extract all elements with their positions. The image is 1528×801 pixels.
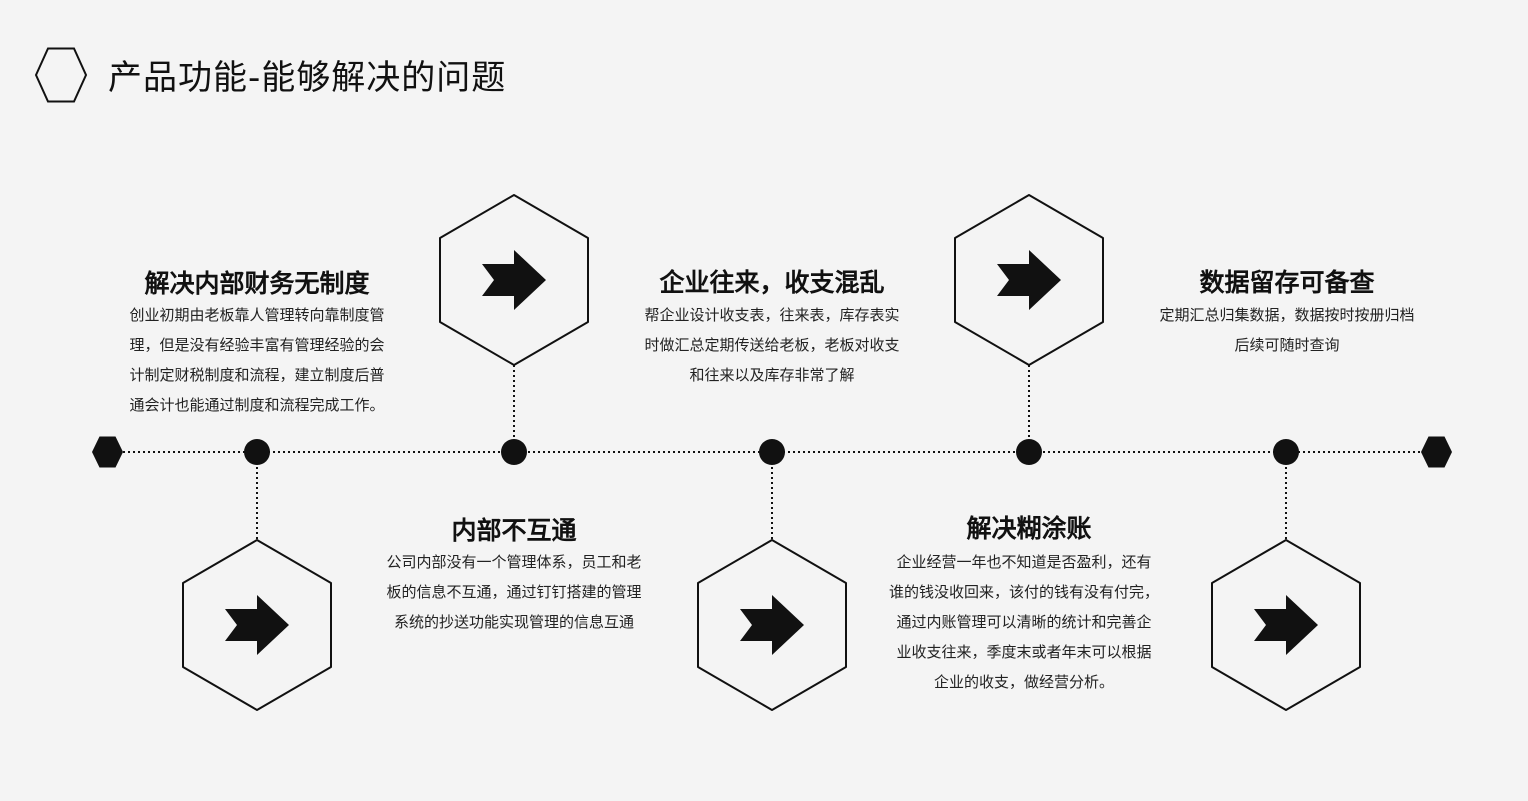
card-desc-line: 谁的钱没收回来，该付的钱有没有付完，	[888, 583, 1159, 601]
card-desc-line: 系统的抄送功能实现管理的信息互通	[393, 613, 634, 631]
timeline-node-1	[244, 439, 270, 465]
timeline-start-hexagon	[92, 436, 123, 468]
card-desc-line: 板的信息不互通，通过钉钉搭建的管理	[386, 583, 642, 601]
card-desc-line: 理，但是没有经验丰富有管理经验的会	[129, 336, 385, 354]
card-desc-1: 创业初期由老板靠人管理转向靠制度管 理，但是没有经验丰富有管理经验的会 计制定财…	[107, 300, 407, 420]
card-desc-line: 创业初期由老板靠人管理转向靠制度管	[129, 306, 385, 324]
step-hexagon-3	[697, 539, 847, 711]
arrow-right-icon	[997, 250, 1061, 310]
hexagon-outline-icon	[34, 47, 88, 103]
timeline-node-4	[1016, 439, 1042, 465]
card-desc-2: 公司内部没有一个管理体系，员工和老 板的信息不互通，通过钉钉搭建的管理 系统的抄…	[364, 547, 664, 637]
timeline-node-2	[501, 439, 527, 465]
card-title-3: 企业往来，收支混乱	[659, 268, 885, 297]
arrow-right-icon	[225, 595, 289, 655]
card-title-2: 内部不互通	[451, 516, 577, 545]
card-desc-line: 后续可随时查询	[1234, 336, 1340, 354]
step-hexagon-1	[182, 539, 332, 711]
card-title-1: 解决内部财务无制度	[144, 269, 370, 298]
card-desc-line: 通过内账管理可以清晰的统计和完善企	[896, 613, 1152, 631]
step-hexagon-5	[1211, 539, 1361, 711]
card-desc-line: 定期汇总归集数据，数据按时按册归档	[1159, 306, 1415, 324]
step-hexagon-4	[954, 194, 1104, 366]
card-desc-line: 企业经营一年也不知道是否盈利，还有	[896, 553, 1152, 571]
step-hexagon-2	[439, 194, 589, 366]
timeline-end-hexagon	[1421, 436, 1452, 468]
card-desc-line: 业收支往来，季度末或者年末可以根据	[896, 643, 1152, 661]
card-desc-line: 和往来以及库存非常了解	[689, 366, 855, 384]
timeline-node-5	[1273, 439, 1299, 465]
card-desc-4: 企业经营一年也不知道是否盈利，还有 谁的钱没收回来，该付的钱有没有付完， 通过内…	[874, 547, 1174, 697]
card-desc-line: 企业的收支，做经营分析。	[933, 673, 1114, 691]
card-desc-line: 计制定财税制度和流程，建立制度后普	[129, 366, 385, 384]
card-desc-line: 帮企业设计收支表，往来表，库存表实	[644, 306, 900, 324]
card-desc-line: 时做汇总定期传送给老板，老板对收支	[644, 336, 900, 354]
arrow-right-icon	[1254, 595, 1318, 655]
card-desc-3: 帮企业设计收支表，往来表，库存表实 时做汇总定期传送给老板，老板对收支 和往来以…	[622, 300, 922, 390]
arrow-right-icon	[482, 250, 546, 310]
page-title: 产品功能-能够解决的问题	[108, 58, 507, 98]
card-desc-line: 公司内部没有一个管理体系，员工和老	[386, 553, 642, 571]
card-desc-5: 定期汇总归集数据，数据按时按册归档 后续可随时查询	[1137, 300, 1437, 360]
card-title-5: 数据留存可备查	[1199, 268, 1375, 297]
card-title-4: 解决糊涂账	[966, 514, 1092, 543]
timeline-node-3	[759, 439, 785, 465]
card-desc-line: 通会计也能通过制度和流程完成工作。	[129, 396, 385, 414]
arrow-right-icon	[740, 595, 804, 655]
